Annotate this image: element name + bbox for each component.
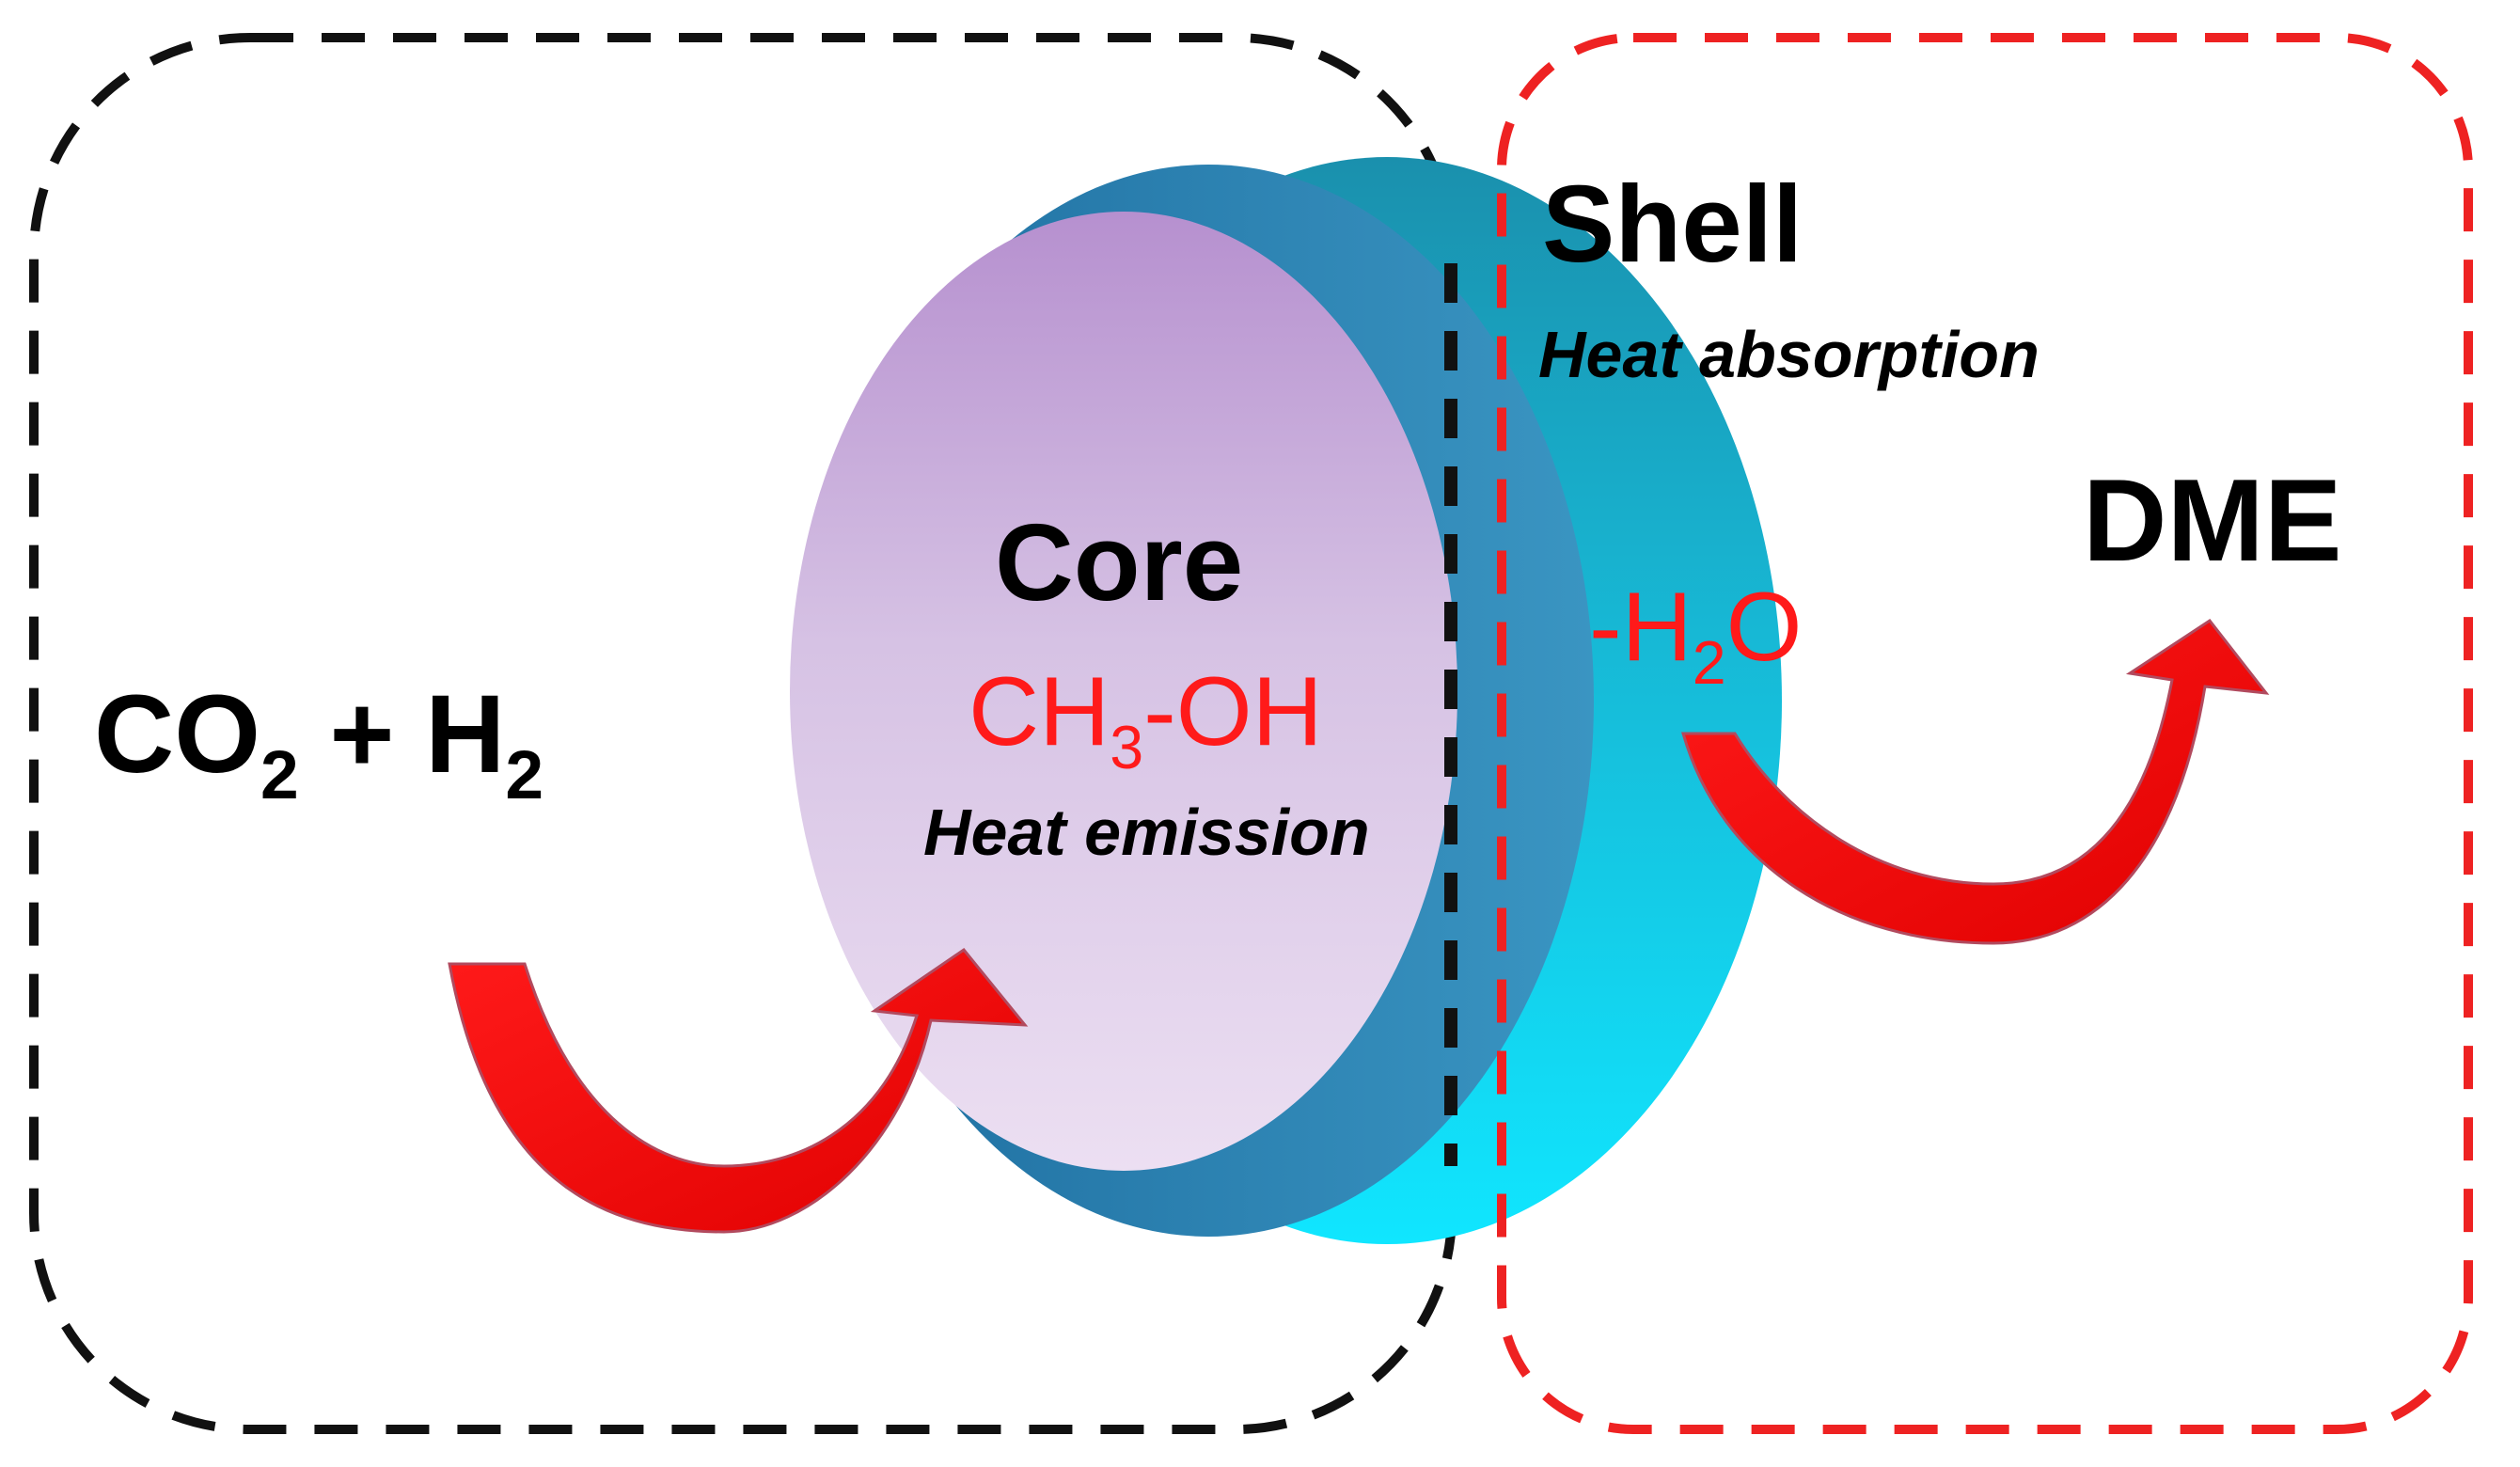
reactants-co2-text: CO [94,672,260,797]
product-label: DME [2083,456,2342,586]
core-product-text-b: -OH [1143,657,1323,766]
curved-arrow-left [448,947,1029,1234]
curved-arrow-right [1681,618,2270,945]
shell-heat-label: Heat absorption [1538,318,2040,391]
core-heat-label: Heat emission [923,796,1370,869]
shell-region-box [1497,33,2473,1434]
core-disk [790,212,1457,1171]
shell-title: Shell [1542,163,1803,285]
core-product-subscript: 3 [1110,713,1144,781]
water-subscript: 2 [1692,628,1726,697]
reactants-co2-subscript: 2 [260,735,299,813]
reactants-label: CO2 + H2 [94,679,543,809]
reactants-plus-h2-text: + H [298,672,506,797]
water-label: -H2O [1589,578,1803,693]
core-title: Core [995,501,1244,623]
reactants-h2-subscript: 2 [505,735,544,813]
core-product-label: CH3-OH [969,663,1323,778]
water-text-a: -H [1589,573,1693,682]
water-text-b: O [1725,573,1803,682]
core-product-text-a: CH [969,657,1110,766]
